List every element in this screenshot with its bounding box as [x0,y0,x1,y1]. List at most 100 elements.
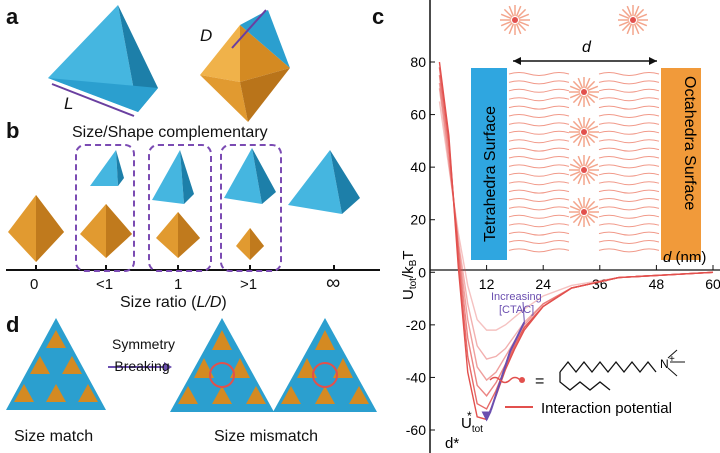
x-tick-label: 36 [592,276,608,292]
micelle-icon [569,77,599,107]
ligand-chain [598,164,660,169]
increasing-pointer [522,301,525,323]
ligand-chain [598,114,660,118]
ligand-chain [508,139,570,144]
ratio-gt1-octahedron [236,228,264,260]
ligand-chain [508,114,570,118]
x-tick-label: 12 [479,276,495,292]
panel-label-c: c [372,4,385,29]
ligand-chain [508,147,570,152]
micelle-icon [618,5,648,35]
ligand-chain [598,240,660,244]
octahedron-icon [200,10,290,122]
ligand-chain [598,72,660,76]
label-D: D [200,26,213,45]
tetrahedron-icon [48,5,158,112]
x-tick-label: 24 [535,276,551,292]
ligand-chain [508,105,570,110]
y-tick-label: 20 [410,212,426,228]
legend-equals: = [535,373,544,390]
ligand-chain [508,72,570,76]
increasing-label: Increasing [491,291,542,303]
ligand-chain [508,156,570,160]
panel-label-b: b [6,118,20,143]
ligand-chain [508,248,570,253]
y-tick-label: 60 [410,107,426,123]
y-tick-label: -60 [406,422,426,438]
micelle-icon [569,197,599,227]
length-L-marker [51,83,135,117]
tick-label-1: 1 [174,276,183,293]
size-ratio-label: Size ratio (L/D) [120,294,227,311]
ratio-lt1-octahedron [80,204,132,258]
ratio-1-tetrahedron [152,150,194,204]
inset-illustration [471,5,701,260]
ratio-1-octahedron [156,212,200,258]
ratio-zero-octahedron [8,195,64,262]
d-star-label: d* [445,435,459,452]
ligand-chain [598,198,660,202]
ligand-chain [508,198,570,202]
ligand-chain [598,231,660,236]
ligand-chain [598,122,660,127]
panels-abd-illustrations [6,5,380,412]
svg-text:+: + [669,354,675,365]
octahedra-surface [661,68,701,260]
micelle-icon [569,155,599,185]
y-tick-label: -40 [406,369,426,385]
ligand-chain [598,156,660,160]
y-tick-label: 40 [410,159,426,175]
ctac-label: [CTAC] [499,304,534,316]
size-mismatch-triangle-2 [273,318,377,412]
tetrahedra-surface [471,68,507,260]
panel-b-title: Size/Shape complementary [72,124,268,141]
ligand-chain [508,122,570,127]
ligand-chain [508,172,570,177]
ligand-chain [598,139,660,144]
micelle-icon [500,5,530,35]
x-tick-label: 60 [705,276,720,292]
label-L: L [64,94,74,113]
ligand-chain [598,130,660,135]
tick-label-infinity: ∞ [326,272,341,294]
x-tick-label: 48 [649,276,665,292]
potential-curve [438,101,714,331]
ligand-chain [508,80,570,85]
dashed-box-gt1 [220,144,282,272]
y-tick-label: 0 [418,264,426,280]
ligand-chain [508,130,570,135]
ligand-chain [598,147,660,152]
ligand-chain [598,206,660,211]
size-match-triangle [6,318,106,410]
tick-label-lt1: <1 [96,276,114,293]
ligand-chain [508,231,570,236]
y-tick-label: 80 [410,54,426,70]
y-axis-label: Utot/kBT [400,251,419,300]
ratio-gt1-tetrahedron [224,148,276,204]
symmetry-breaking-label: Symmetry Breaking [112,336,175,374]
ligand-chain [508,206,570,211]
ligand-chain [508,88,570,93]
panel-label-d: d [6,312,20,337]
dashed-box-lt1 [75,144,135,272]
y-tick-label: -20 [406,317,426,333]
ligand-chain [508,97,570,102]
rotation-arrow-icon-2 [312,362,338,388]
rotation-arrow-icon [209,362,235,388]
ligand-chain [508,181,570,186]
ligand-chain [508,164,570,169]
tick-label-gt1: >1 [240,276,258,293]
ligand-chain [598,181,660,186]
u-star-label: Utot* [461,409,483,435]
ratio-infinity-tetrahedron [288,150,360,214]
ligand-chain [598,214,660,219]
ligand-chain [508,223,570,228]
ligand-chain [508,214,570,219]
size-mismatch-label: Size mismatch [214,428,319,445]
size-mismatch-triangle-1 [170,318,274,412]
dashed-box-1 [148,144,212,272]
ligand-chain [598,248,660,253]
inset-d-label: d [582,39,592,56]
micelle-icon [569,117,599,147]
tick-label-0: 0 [30,276,39,293]
